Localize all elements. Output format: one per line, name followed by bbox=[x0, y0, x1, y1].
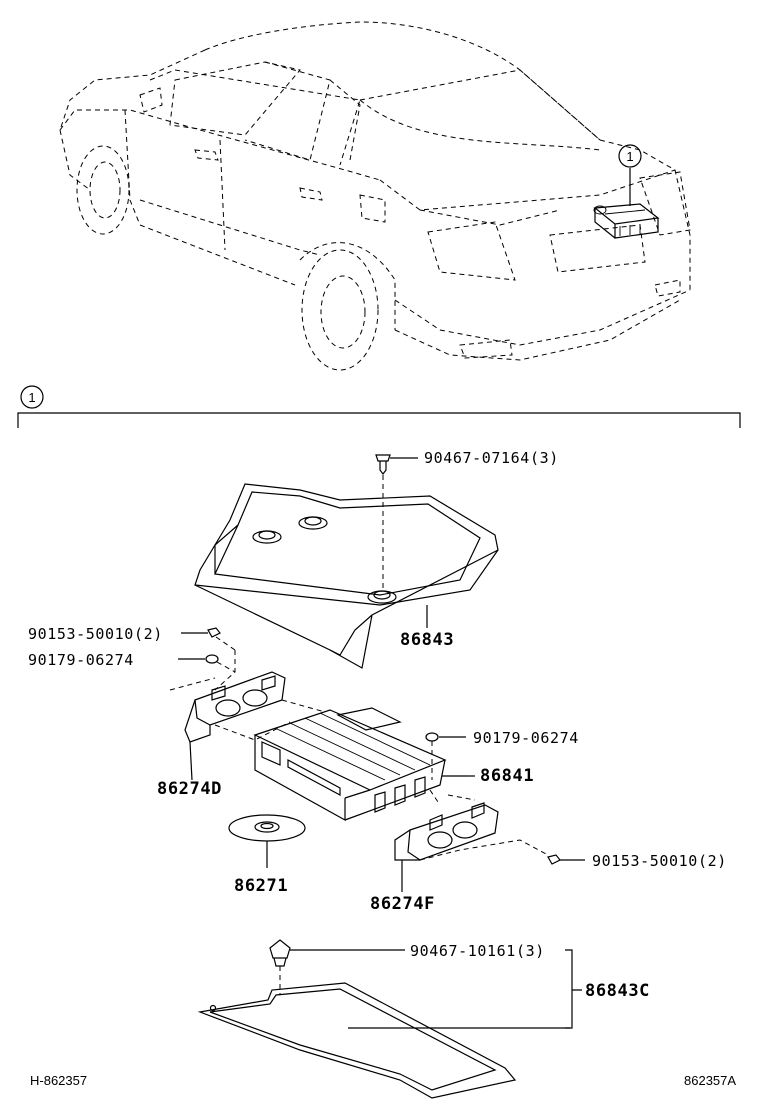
section-callout-marker: 1 bbox=[20, 385, 44, 409]
audio-unit-86841 bbox=[253, 707, 475, 822]
screw-top-icon bbox=[375, 454, 418, 590]
label-cover-c: 86843C bbox=[585, 981, 650, 1001]
nut-left-icon bbox=[181, 627, 236, 651]
label-nut-left: 90153-50010(2) bbox=[28, 625, 163, 643]
svg-text:1: 1 bbox=[28, 390, 35, 405]
cover-tray-86843 bbox=[194, 483, 499, 669]
nut-right-icon bbox=[547, 854, 585, 865]
label-clip: 90467-10161(3) bbox=[410, 942, 545, 960]
label-screw-top: 90467-07164(3) bbox=[424, 449, 559, 467]
disc-86271 bbox=[228, 814, 306, 868]
clip-icon bbox=[269, 939, 405, 995]
label-bracket-right: 86274F bbox=[370, 894, 435, 914]
svg-text:1: 1 bbox=[626, 149, 633, 164]
car-illustration bbox=[59, 21, 691, 371]
bracket-left-86274d bbox=[169, 671, 326, 781]
section-bracket bbox=[17, 412, 741, 428]
bracket-right-86274f bbox=[394, 789, 549, 892]
washer-left-icon bbox=[178, 650, 236, 691]
label-unit: 86841 bbox=[480, 766, 534, 786]
callout-marker-car: 1 bbox=[618, 144, 642, 168]
footer-right-code: 862357A bbox=[684, 1073, 736, 1088]
washer-right-icon bbox=[425, 732, 466, 780]
label-washer-left: 90179-06274 bbox=[28, 651, 134, 669]
label-bracket-left: 86274D bbox=[157, 779, 222, 799]
label-cover: 86843 bbox=[400, 630, 454, 650]
footer-left-code: H-862357 bbox=[30, 1073, 87, 1088]
cover-mat-86843c bbox=[197, 982, 570, 1099]
group-bracket-86843c bbox=[565, 949, 582, 1029]
label-washer-right: 90179-06274 bbox=[473, 729, 579, 747]
label-disc: 86271 bbox=[234, 876, 288, 896]
label-nut-right: 90153-50010(2) bbox=[592, 852, 727, 870]
